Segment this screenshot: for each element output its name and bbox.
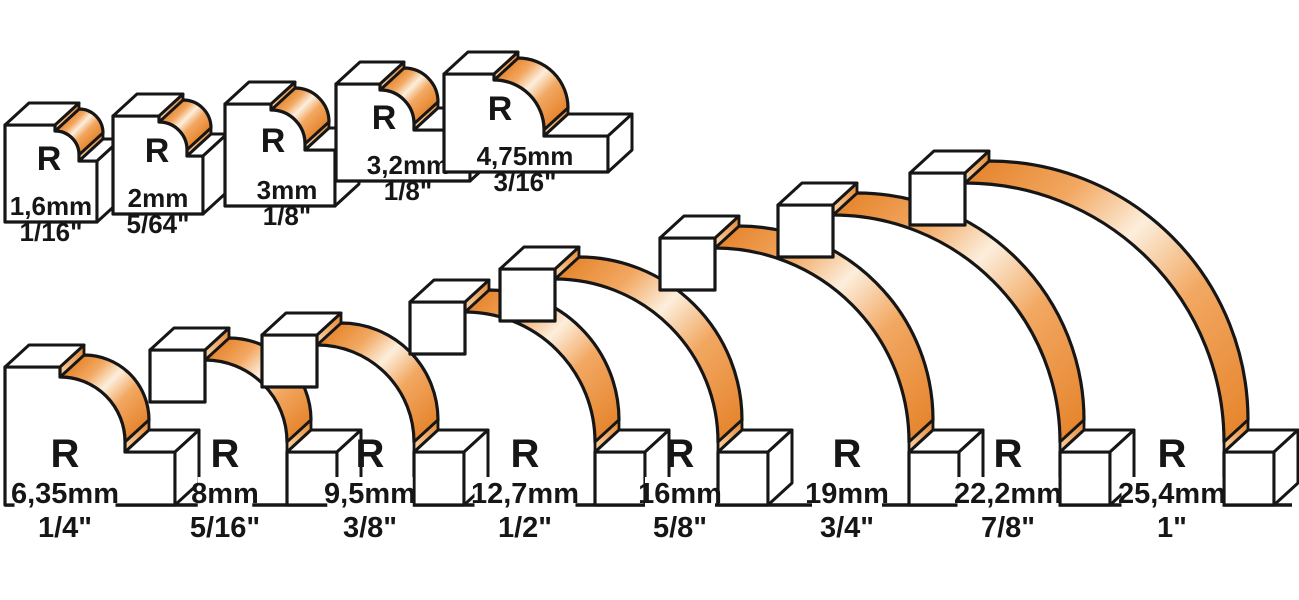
top-face-left-block	[908, 149, 991, 175]
front-face	[3, 365, 177, 507]
metric-label-backplate	[1121, 477, 1223, 508]
front-face-bottom-block	[593, 450, 647, 507]
front-face-top-block	[776, 203, 835, 259]
imperial-label: 5/16"	[190, 512, 260, 544]
roundover-surface	[963, 159, 1250, 444]
front-face-top-block	[260, 333, 319, 389]
imperial-label: 1/8"	[263, 201, 311, 231]
front-face-bottom-block	[412, 450, 466, 507]
imperial-label: 1/2"	[498, 512, 552, 544]
radius-letter: R	[833, 432, 862, 476]
metric-label-backplate	[327, 477, 413, 508]
front-face-bottom-block	[1222, 450, 1276, 507]
top-face-left-block	[260, 311, 343, 337]
front-face-bottom-block	[907, 450, 961, 507]
metric-label: 19mm	[805, 478, 889, 510]
top-face-left-block	[498, 245, 581, 271]
top-face-left-block	[334, 60, 406, 86]
metric-label: 25,4mm	[1118, 478, 1226, 510]
metric-label-backplate	[957, 477, 1059, 508]
imperial-label: 1/8"	[384, 176, 432, 206]
metric-label: 9,5mm	[324, 478, 416, 510]
metric-label-backplate	[14, 477, 116, 508]
metric-label-backplate	[474, 477, 576, 508]
top-face-left-block	[442, 50, 520, 76]
top-face-left-block	[408, 278, 491, 304]
metric-label: 1,6mm	[10, 191, 92, 221]
metric-label: 6,35mm	[11, 478, 119, 510]
side-face-right-block	[766, 428, 794, 507]
imperial-label: 3/16"	[494, 167, 557, 197]
radius-letter: R	[666, 432, 695, 476]
side-face-right-block	[1272, 428, 1299, 507]
radius-letter: R	[488, 90, 513, 128]
imperial-label: 1"	[1157, 512, 1187, 544]
side-face-right-block	[606, 112, 634, 174]
top-face-left-block	[658, 214, 741, 240]
front-face-bottom-block	[1058, 450, 1112, 507]
front-face-top-block	[658, 236, 717, 292]
imperial-label: 7/8"	[981, 512, 1035, 544]
radius-letter: R	[51, 432, 80, 476]
metric-label: 22,2mm	[954, 478, 1062, 510]
imperial-label: 5/8"	[653, 512, 707, 544]
metric-label-backplate	[645, 477, 715, 508]
front-face-top-block	[148, 348, 207, 404]
metric-label-backplate	[812, 477, 882, 508]
metric-label: 16mm	[638, 478, 722, 510]
radius-letter: R	[37, 140, 62, 178]
radius-letter: R	[372, 99, 397, 137]
imperial-label: 1/4"	[38, 512, 92, 544]
radius-letter: R	[261, 122, 286, 160]
metric-label: 3mm	[257, 175, 318, 205]
metric-label: 3,2mm	[367, 150, 449, 180]
radius-letter: R	[145, 132, 170, 170]
radius-letter: R	[356, 432, 385, 476]
imperial-label: 1/16"	[20, 217, 83, 247]
radius-letter: R	[1158, 432, 1187, 476]
metric-label: 8mm	[191, 478, 259, 510]
imperial-label: 3/4"	[820, 512, 874, 544]
front-face	[442, 72, 610, 174]
top-face-left-block	[148, 326, 231, 352]
radius-letter: R	[994, 432, 1023, 476]
radius-letter: R	[511, 432, 540, 476]
metric-label: 2mm	[128, 183, 189, 213]
radius-letter: R	[211, 432, 240, 476]
top-face-left-block	[3, 101, 81, 127]
front-face-top-block	[408, 300, 467, 356]
imperial-label: 3/8"	[343, 512, 397, 544]
front-face-top-block	[908, 171, 967, 227]
top-face-left-block	[776, 181, 859, 207]
metric-label: 4,75mm	[477, 141, 574, 171]
top-face-left-block	[3, 343, 86, 369]
top-face-left-block	[223, 80, 297, 106]
front-face-bottom-block	[716, 450, 770, 507]
metric-label: 12,7mm	[471, 478, 579, 510]
imperial-label: 5/64"	[127, 209, 190, 239]
metric-label-backplate	[197, 477, 253, 508]
top-face-left-block	[111, 92, 185, 118]
front-face-top-block	[498, 267, 557, 323]
